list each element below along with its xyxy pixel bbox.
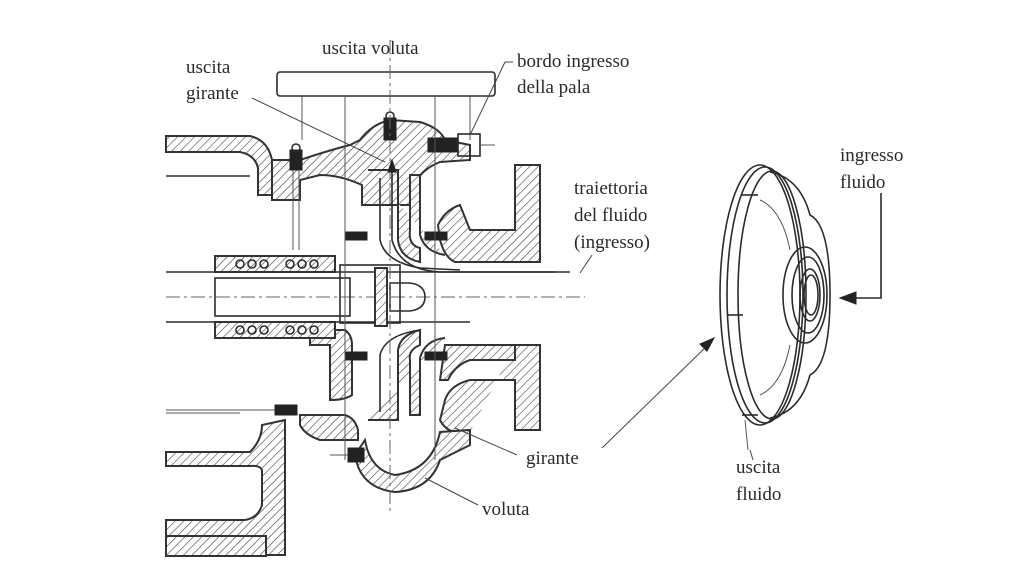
label-girante: girante — [526, 448, 579, 469]
label-traiettoria-line1: traiettoria — [574, 178, 648, 199]
packing-upper — [214, 255, 336, 273]
label-ingresso-fluido-line1: ingresso — [840, 145, 904, 166]
bolt-lower-left — [166, 404, 298, 416]
suction-flange-upper — [436, 164, 541, 263]
label-voluta: voluta — [482, 499, 530, 520]
leader-lines — [251, 61, 882, 506]
label-uscita-girante-line1: uscita — [186, 57, 231, 78]
label-traiettoria-line2: del fluido — [574, 205, 648, 226]
label-bordo-ingresso-line1: bordo ingresso — [517, 51, 630, 72]
label-uscita-voluta: uscita voluta — [322, 38, 419, 59]
label-bordo-ingresso-line2: della pala — [517, 77, 591, 98]
volute-outlet-flange — [276, 71, 496, 97]
label-traiettoria-line3: (ingresso) — [574, 232, 650, 253]
bolt-left — [289, 143, 303, 250]
impeller-nut — [389, 282, 426, 312]
label-uscita-fluido-line1: uscita — [736, 457, 781, 478]
bolt-lower — [330, 447, 365, 463]
fluid-trajectory-line — [391, 170, 555, 273]
packing-lower — [214, 321, 336, 339]
label-uscita-girante-line2: girante — [186, 83, 239, 104]
label-ingresso-fluido-line2: fluido — [840, 172, 886, 193]
volute-lower — [353, 428, 471, 494]
label-uscita-fluido-line2: fluido — [736, 484, 782, 505]
pump-cross-section — [165, 40, 585, 557]
girante-arrow — [601, 344, 709, 449]
suction-flange-lower — [438, 344, 541, 433]
casing-lower-left — [165, 418, 286, 556]
impeller-3d — [719, 164, 831, 451]
ingresso-fluido-arrow — [850, 193, 882, 299]
casing-upper-left — [165, 135, 273, 196]
